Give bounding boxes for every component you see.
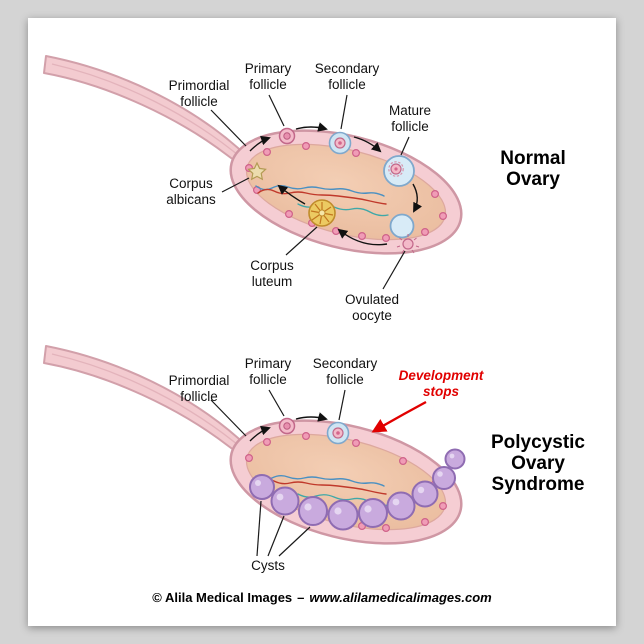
mature-follicle-graphic bbox=[383, 155, 415, 187]
label-secondary-follicle-pcos: Secondary follicle bbox=[312, 356, 378, 387]
label-mature-follicle: Mature follicle bbox=[388, 103, 432, 134]
label-cysts: Cysts bbox=[251, 558, 285, 573]
copyright-footer: © Alila Medical Images–www.alilamedicali… bbox=[152, 590, 491, 605]
label-ovulated-oocyte: Ovulated oocyte bbox=[344, 292, 400, 323]
label-corpus-albicans: Corpus albicans bbox=[166, 176, 216, 207]
primary-follicle-graphic bbox=[278, 127, 296, 145]
cycle-arrows bbox=[249, 122, 423, 246]
pcos-title: Polycystic Ovary Syndrome bbox=[491, 432, 585, 495]
normal-ovary-illustration bbox=[42, 54, 476, 290]
label-primordial-follicle-normal: Primordial follicle bbox=[168, 78, 230, 109]
leader-lines-pcos bbox=[210, 389, 346, 557]
normal-ovary-title: Normal Ovary bbox=[500, 148, 566, 190]
corpus-albicans-graphic bbox=[247, 161, 267, 181]
label-primary-follicle-normal: Primary follicle bbox=[244, 61, 292, 92]
leader-lines-normal bbox=[210, 94, 410, 290]
label-primary-follicle-pcos: Primary follicle bbox=[244, 356, 292, 387]
footer-separator: – bbox=[297, 590, 305, 605]
pcos-ovary-illustration bbox=[42, 344, 476, 567]
corpus-luteum-graphic bbox=[308, 199, 336, 227]
label-development-stops: Development stops bbox=[398, 368, 484, 399]
secondary-follicle-graphic bbox=[328, 131, 352, 155]
development-stops-arrow bbox=[371, 400, 427, 433]
ovulated-oocyte-graphic bbox=[389, 213, 420, 254]
website-link: www.alilamedicalimages.com bbox=[309, 590, 492, 605]
primary-follicle-graphic bbox=[278, 417, 296, 435]
cycle-arrows bbox=[249, 412, 328, 442]
copyright-text: © Alila Medical Images bbox=[152, 590, 293, 605]
label-primordial-follicle-pcos: Primordial follicle bbox=[168, 373, 230, 404]
label-corpus-luteum: Corpus luteum bbox=[250, 258, 294, 289]
label-secondary-follicle-normal: Secondary follicle bbox=[314, 61, 380, 92]
secondary-follicle-graphic bbox=[326, 421, 350, 445]
